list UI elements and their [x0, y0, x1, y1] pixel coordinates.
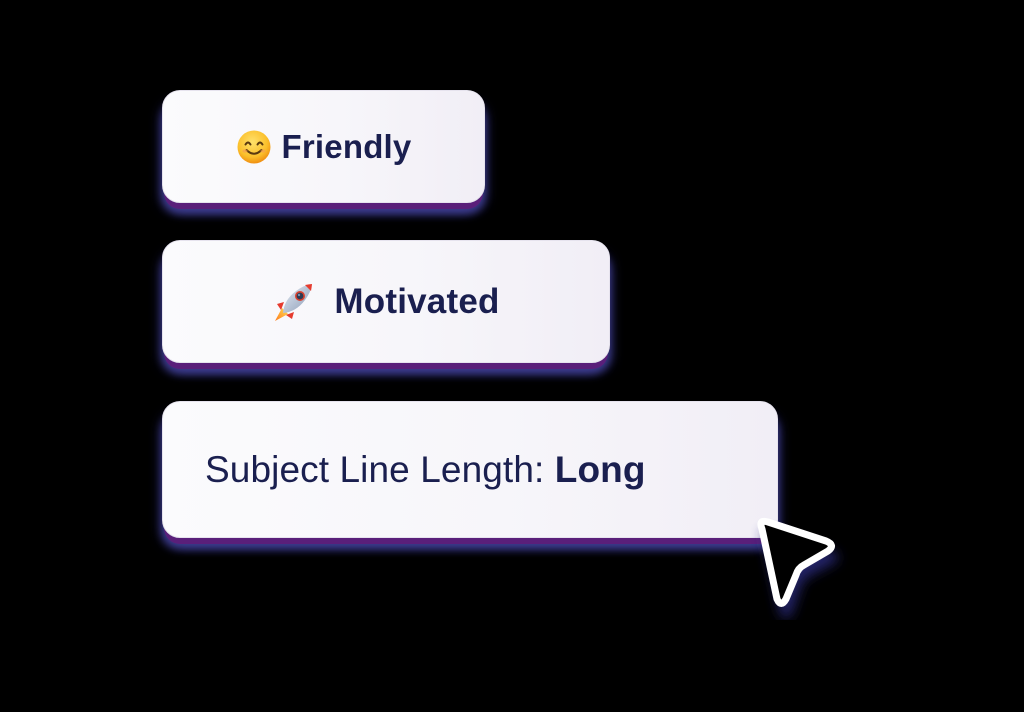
chip-label: Motivated: [334, 281, 500, 321]
subject-line-length-chip[interactable]: Subject Line Length: Long: [162, 401, 778, 538]
rocket-icon: [272, 280, 316, 324]
smiling-face-icon: [236, 129, 272, 165]
chip-label: Friendly: [281, 127, 412, 165]
chip-text: Subject Line Length: Long: [205, 449, 646, 491]
tone-chip-friendly[interactable]: Friendly: [162, 90, 485, 203]
chip-value: Long: [554, 448, 646, 490]
chip-label: Subject Line Length:: [205, 448, 545, 490]
tone-chip-motivated[interactable]: Motivated: [162, 240, 610, 363]
